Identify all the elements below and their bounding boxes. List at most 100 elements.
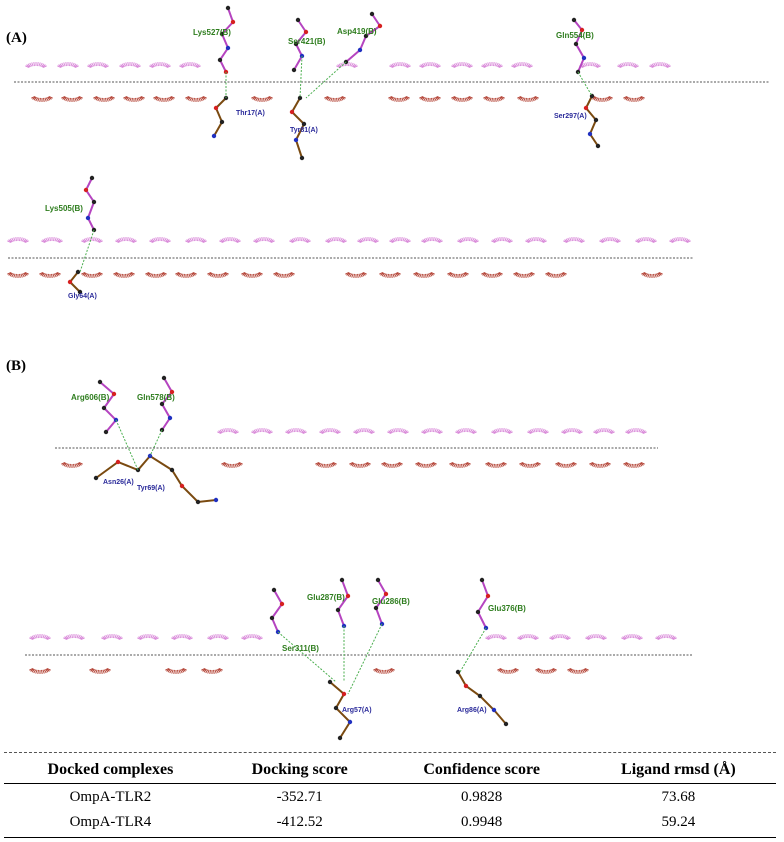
residue-label: Ser311(B): [282, 644, 319, 653]
hydrophobic-contact-arc: [185, 237, 207, 244]
hydrophobic-contact-arc: [599, 237, 621, 244]
atom: [271, 587, 277, 593]
atom: [347, 719, 353, 725]
hydrophobic-contact-arc: [7, 271, 29, 278]
atom: [111, 391, 117, 397]
atom: [375, 577, 381, 583]
hydrophobic-contact-arc: [179, 62, 201, 69]
atom: [169, 467, 175, 473]
atom: [219, 119, 225, 125]
atom: [167, 415, 173, 421]
tlr-residue-structure: [476, 579, 490, 629]
hydrophobic-contact-arc: [119, 62, 141, 69]
docking-results-table: Docked complexes Docking score Confidenc…: [4, 752, 776, 838]
column-header: Docking score: [216, 755, 383, 784]
hydrophobic-contact-arc: [457, 237, 479, 244]
hydrophobic-contact-arc: [555, 461, 577, 468]
table-top-rule: [4, 752, 776, 755]
residue-label: Ser297(A): [554, 113, 587, 120]
hydrophobic-contact-arc: [567, 667, 589, 674]
atom: [291, 67, 297, 73]
atom: [491, 707, 497, 713]
atom: [339, 577, 345, 583]
tlr-residue-structure: [336, 579, 350, 627]
atom: [479, 577, 485, 583]
atom: [115, 459, 121, 465]
atom: [335, 607, 341, 613]
atom: [299, 155, 305, 161]
hydrophobic-contact-arc: [381, 461, 403, 468]
atom: [581, 55, 587, 61]
hydrophobic-contact-arc: [525, 237, 547, 244]
hydrophobic-contact-arc: [325, 237, 347, 244]
hydrogen-bond-line: [459, 627, 487, 673]
hydrophobic-contact-arc: [251, 95, 273, 102]
hydrophobic-contact-arc: [349, 461, 371, 468]
hydrophobic-contact-arc: [617, 62, 639, 69]
interaction-figure: (A) (B) Lys527(B) Ser421(B) Asp419(B) Gl…: [6, 5, 770, 741]
residue-label: Glu286(B): [372, 597, 410, 606]
hydrophobic-contact-arc: [93, 95, 115, 102]
tlr-residue-structure: [84, 177, 96, 231]
atom: [485, 593, 491, 599]
atom: [337, 735, 343, 741]
hydrophobic-contact-arc: [201, 667, 223, 674]
hydrophobic-contact-arc: [57, 62, 79, 69]
hydrophobic-contact-arc: [563, 237, 585, 244]
hydrophobic-contact-arc: [145, 271, 167, 278]
hydrophobic-contact-arc: [491, 237, 513, 244]
atom: [571, 17, 577, 23]
hydrophobic-contact-arc: [481, 62, 503, 69]
hydrophobic-contact-arc: [89, 667, 111, 674]
hydrophobic-contact-arc: [221, 461, 243, 468]
hydrophobic-contact-arc: [413, 271, 435, 278]
hydrophobic-contact-arc: [175, 271, 197, 278]
panel-b-label: (B): [6, 358, 26, 374]
hydrophobic-contact-arc: [41, 237, 63, 244]
atom: [89, 175, 95, 181]
atom: [369, 11, 375, 17]
atom: [67, 279, 73, 285]
table-cell: -352.71: [276, 789, 323, 805]
atom: [135, 467, 141, 473]
atom: [579, 27, 585, 33]
hydrophobic-contact-arc: [389, 237, 411, 244]
hydrophobic-contact-arc: [251, 428, 273, 435]
hydrophobic-contact-arc: [649, 62, 671, 69]
residue-label: Arg86(A): [457, 707, 487, 714]
hydrogen-bond-line: [149, 429, 163, 457]
hydrophobic-contact-arc: [61, 461, 83, 468]
hydrophobic-contact-arc: [519, 461, 541, 468]
hydrophobic-contact-arc: [123, 95, 145, 102]
hydrophobic-contact-arc: [39, 271, 61, 278]
residue-label: Lys505(B): [45, 204, 83, 213]
atom: [159, 401, 165, 407]
hydrophobic-contact-arc: [511, 62, 533, 69]
hydrophobic-contact-arc: [419, 95, 441, 102]
residue-label: Glu376(B): [488, 604, 526, 613]
table-cell: 0.9828: [461, 789, 503, 805]
hydrogen-bond-line: [115, 419, 139, 471]
atom: [377, 23, 383, 29]
atom: [195, 499, 201, 505]
atom: [595, 143, 601, 149]
hydrophobic-contact-arc: [171, 634, 193, 641]
hydrophobic-contact-arc: [7, 237, 29, 244]
hydrophobic-contact-arc: [153, 95, 175, 102]
hydrophobic-contact-arc: [449, 461, 471, 468]
atom: [225, 45, 231, 51]
atom: [295, 17, 301, 23]
hydrophobic-contact-arc: [113, 271, 135, 278]
hydrophobic-contact-arc: [81, 237, 103, 244]
hydrophobic-contact-arc: [373, 667, 395, 674]
residue-label: Gly64(A): [68, 293, 97, 300]
atom: [279, 601, 285, 607]
hydrophobic-contact-arc: [285, 428, 307, 435]
hydrophobic-contact-arc: [389, 62, 411, 69]
atom: [593, 117, 599, 123]
hydrophobic-contact-arc: [241, 271, 263, 278]
hydrophobic-contact-arc: [485, 634, 507, 641]
column-header: Docked complexes: [4, 755, 217, 784]
table-row: OmpA-TLR4 -412.52 0.9948 59.24: [4, 809, 776, 838]
hydrogen-bond-line: [305, 61, 347, 99]
